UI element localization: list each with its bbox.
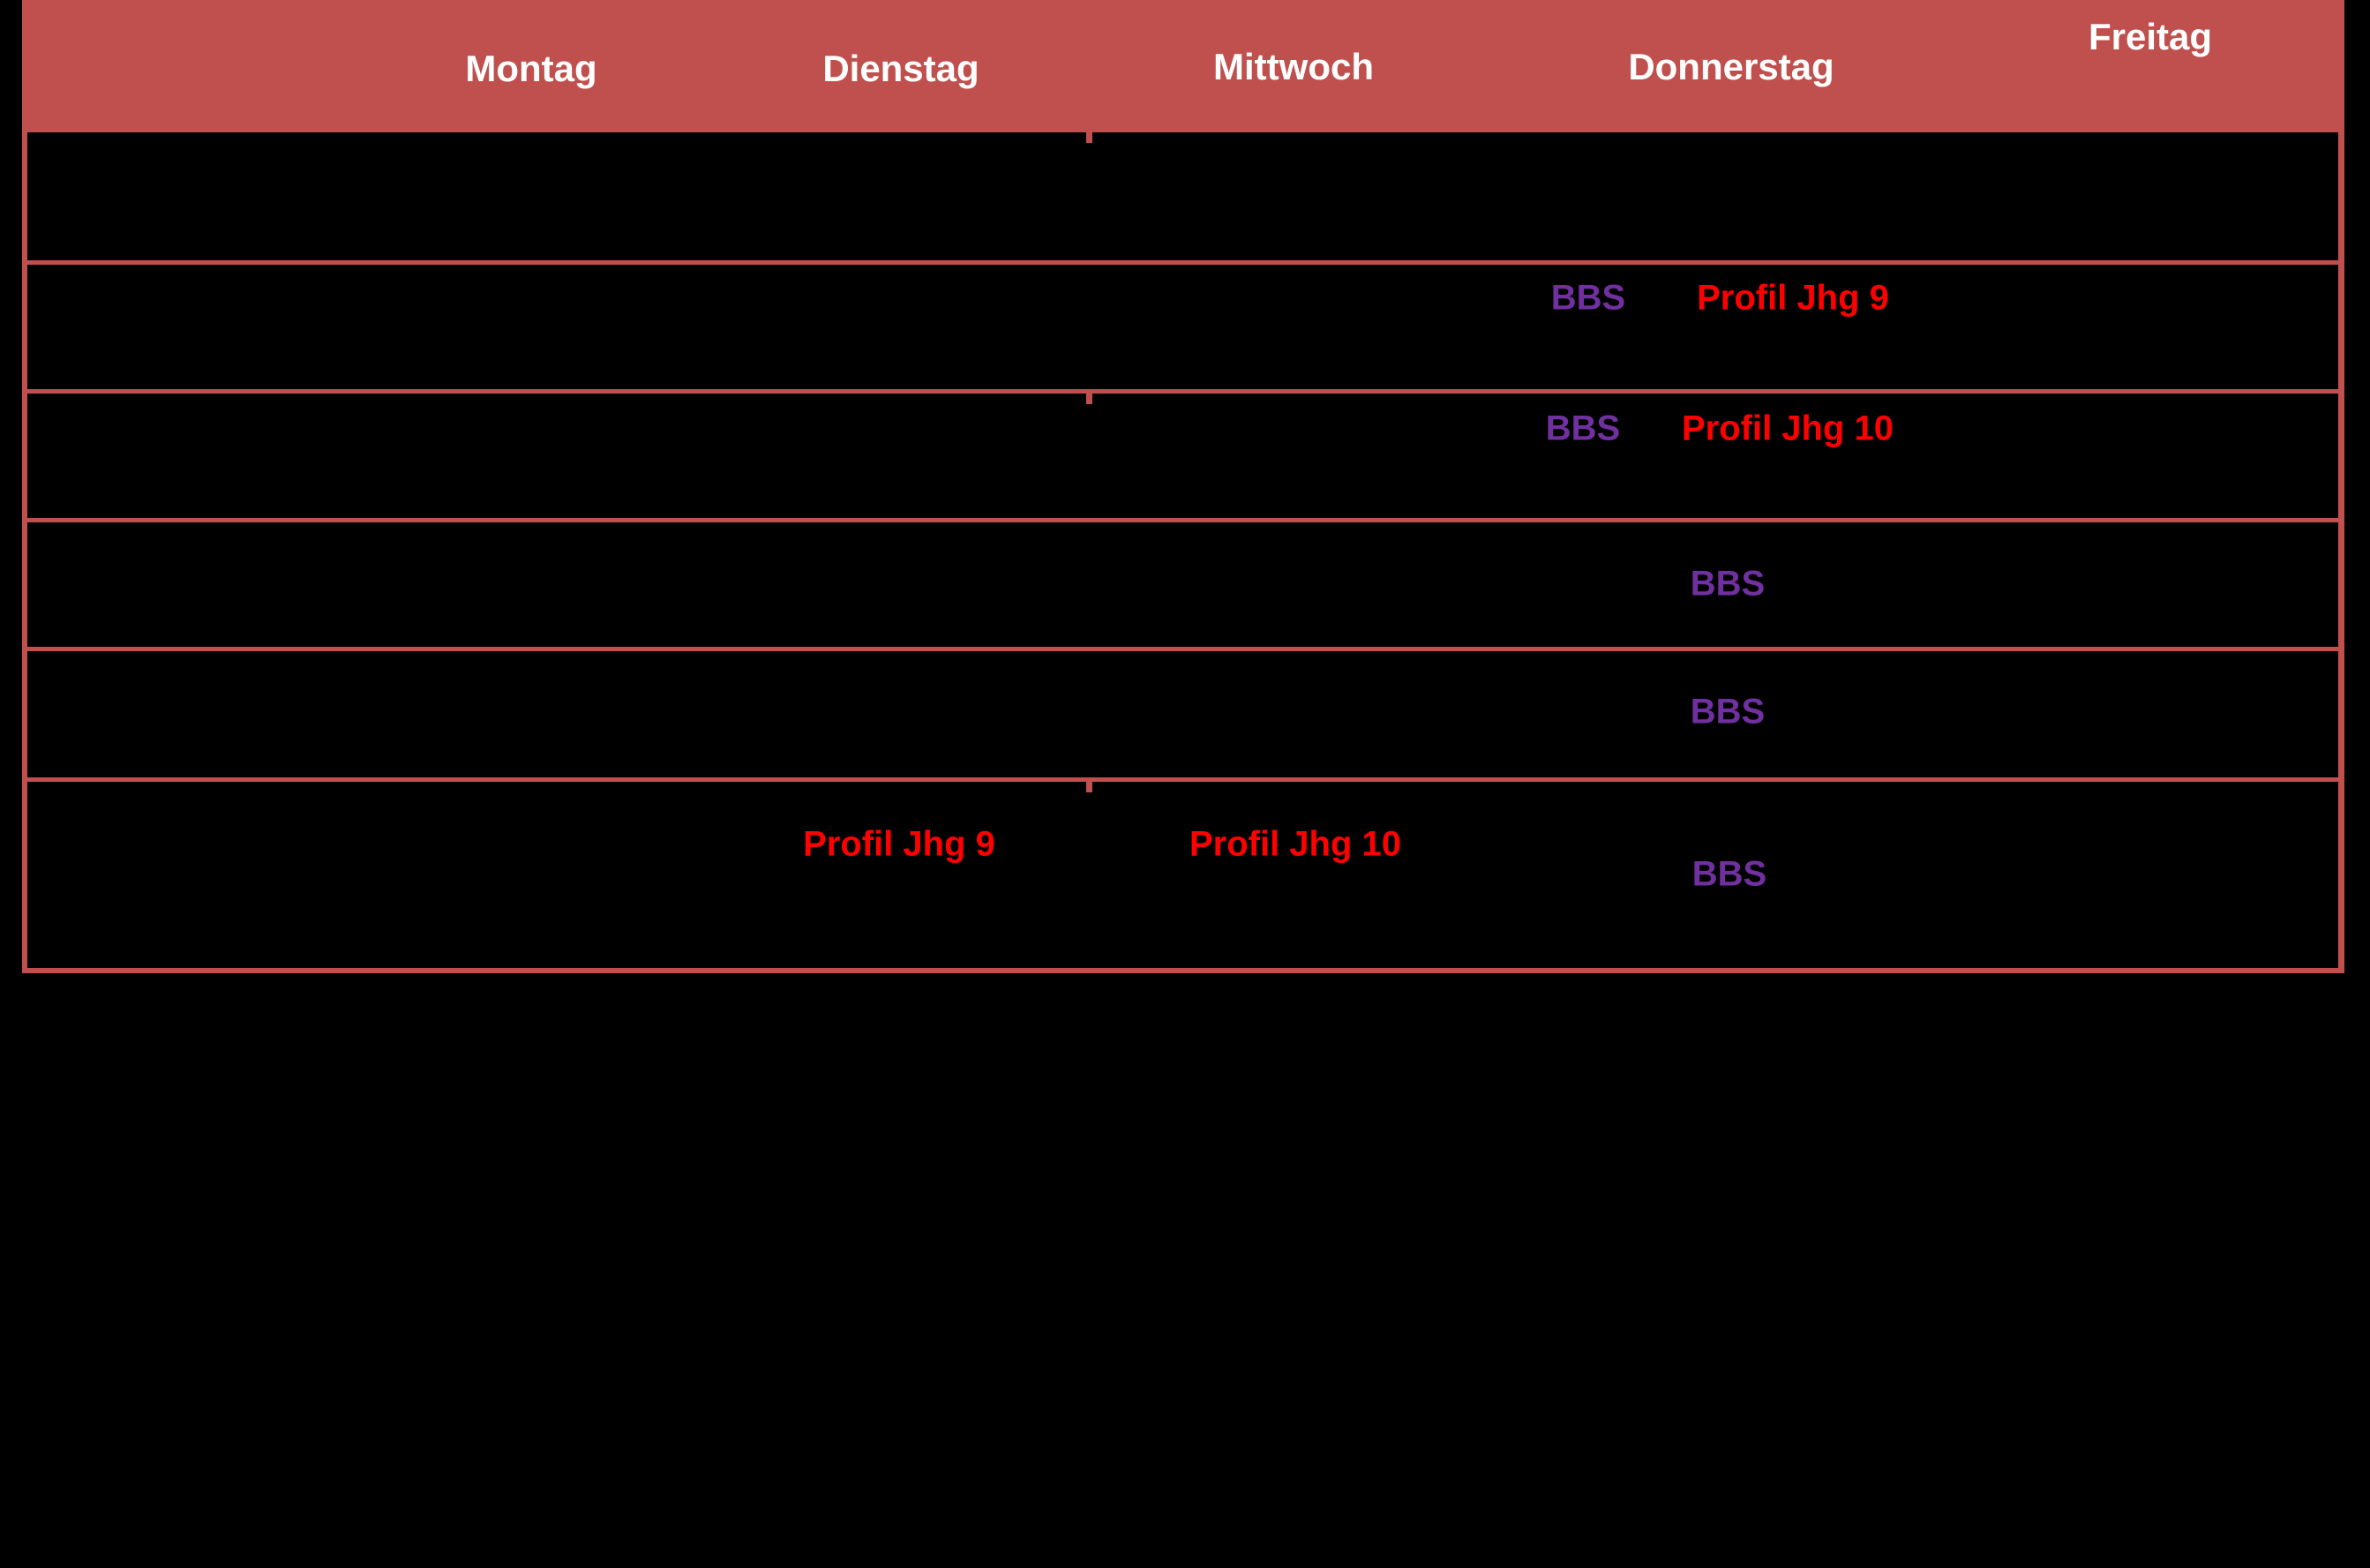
grid-tick xyxy=(1086,394,1092,404)
table-left-border xyxy=(22,0,27,973)
header-cell-donnerstag: Donnerstag xyxy=(1628,46,1834,87)
cell-bbs-label: BBS xyxy=(1545,409,1621,448)
weekday-header-row xyxy=(22,0,2344,132)
row-divider xyxy=(22,518,2344,522)
row-divider xyxy=(22,777,2344,782)
cell-profil-jhg10-label: Profil Jhg 10 xyxy=(1681,409,1894,448)
table-right-border xyxy=(2338,0,2344,973)
row-divider xyxy=(22,389,2344,394)
row-divider xyxy=(22,260,2344,265)
cell-profil-jhg9-label: Profil Jhg 9 xyxy=(803,824,995,864)
grid-tick xyxy=(1086,132,1092,143)
grid-tick xyxy=(1086,782,1092,792)
header-cell-montag: Montag xyxy=(465,48,597,89)
cell-bbs-label: BBS xyxy=(1550,278,1626,318)
header-cell-dienstag: Dienstag xyxy=(822,48,979,89)
header-cell-mittwoch: Mittwoch xyxy=(1213,46,1374,87)
cell-bbs-label: BBS xyxy=(1690,692,1766,731)
cell-profil-jhg9-label: Profil Jhg 9 xyxy=(1697,278,1889,318)
row-divider xyxy=(22,647,2344,651)
cell-profil-jhg10-label: Profil Jhg 10 xyxy=(1189,824,1402,864)
table-bottom-border xyxy=(22,968,2344,973)
header-cell-freitag: Freitag xyxy=(2088,16,2213,57)
cell-bbs-label: BBS xyxy=(1690,564,1766,604)
cell-bbs-label: BBS xyxy=(1691,854,1767,894)
